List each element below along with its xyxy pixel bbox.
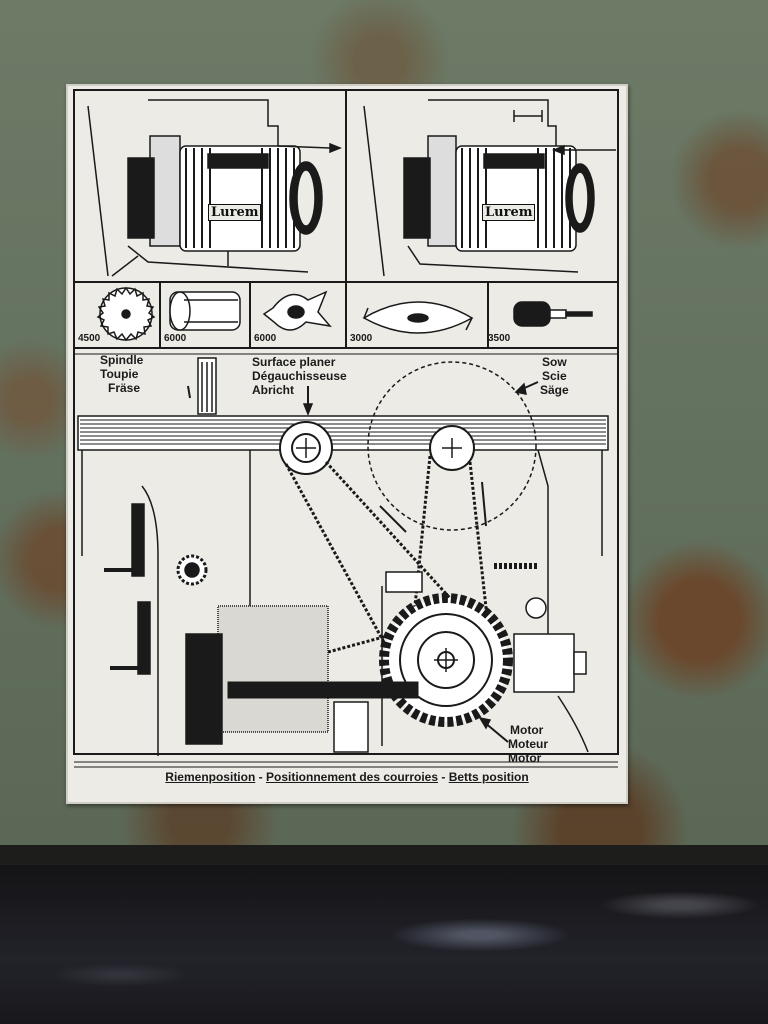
handwheel-lower bbox=[110, 601, 151, 675]
label-spindle-fr: Toupie bbox=[100, 367, 139, 381]
brand-badge-right: Lurem bbox=[482, 204, 536, 221]
motor-illustration-right bbox=[363, 99, 616, 277]
label-spindle-de: Fräse bbox=[108, 381, 141, 395]
planer-cutter-icon bbox=[169, 291, 241, 331]
motor-housing bbox=[513, 633, 575, 693]
label-motor-fr: Moteur bbox=[508, 737, 548, 751]
caption-en: Betts position bbox=[448, 770, 529, 784]
label-planer-fr: Dégauchisseuse bbox=[252, 369, 347, 383]
sanding-disc-icon bbox=[362, 301, 474, 334]
brand-badge-left: Lurem bbox=[208, 204, 262, 221]
table-top bbox=[77, 415, 609, 451]
label-saw-fr: Scie bbox=[542, 369, 567, 383]
caption-fr: Positionnement des courroies bbox=[265, 770, 439, 784]
tool-speed-planer: 6000 bbox=[164, 333, 187, 344]
tool-speed-disc: 3000 bbox=[350, 333, 373, 344]
saw-blade-outline bbox=[367, 361, 537, 531]
tool-icons bbox=[96, 286, 593, 342]
shaper-cutter-icon bbox=[262, 290, 332, 331]
caption-separator-1: - bbox=[255, 770, 266, 784]
tool-speed-drill: 3500 bbox=[488, 333, 511, 344]
caption-de: Riemenposition bbox=[165, 770, 256, 784]
tool-speed-shaper: 6000 bbox=[254, 333, 277, 344]
belt-position-caption: Riemenposition - Positionnement des cour… bbox=[68, 770, 626, 784]
label-planer-en: Surface planer bbox=[252, 355, 336, 369]
label-spindle-en: Spindle bbox=[100, 353, 144, 367]
lower-housing bbox=[217, 605, 329, 733]
label-planer-de: Abricht bbox=[252, 383, 294, 397]
black-plastic-cover bbox=[0, 865, 768, 1024]
belt-diagram-drawing bbox=[73, 89, 619, 768]
label-saw-de: Säge bbox=[540, 383, 569, 397]
drill-chuck-icon bbox=[513, 301, 593, 327]
belt-position-instruction-plate: Lurem Lurem 4500 6000 6000 3000 3500 Spi… bbox=[66, 84, 628, 804]
label-motor-de: Motor bbox=[508, 751, 542, 765]
label-saw-en: Sow bbox=[542, 355, 567, 369]
label-motor-en: Motor bbox=[510, 723, 544, 737]
caption-separator-2: - bbox=[438, 770, 449, 784]
belt-drive-diagram bbox=[77, 357, 609, 756]
handwheel-upper bbox=[104, 503, 145, 577]
tool-speed-saw: 4500 bbox=[78, 333, 101, 344]
motor-illustration-left bbox=[87, 99, 343, 277]
